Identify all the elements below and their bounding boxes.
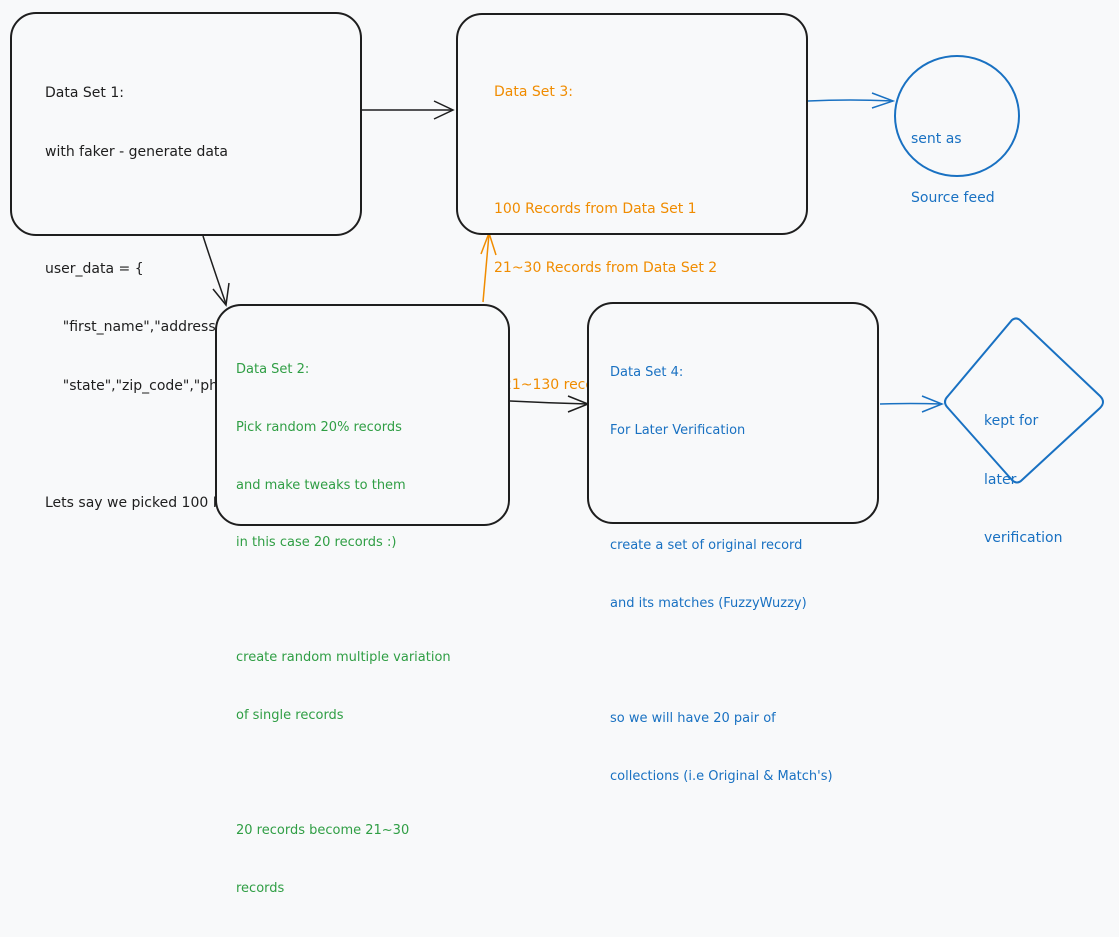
ds2-line: 20 records become 21~30 xyxy=(236,823,410,839)
ds2-line: of single records xyxy=(236,708,344,724)
ds3-line: Data Set 3: xyxy=(494,84,573,100)
ds2-line xyxy=(236,764,451,783)
ds2-line: create random multiple variation xyxy=(236,650,451,666)
diagram-edges xyxy=(202,55,1104,484)
ds4-line: and its matches (FuzzyWuzzy) xyxy=(610,595,807,611)
diagram-canvas: Data Set 1: with faker - generate data u… xyxy=(10,12,1104,896)
later-verification-text: kept for later verification xyxy=(984,373,1062,588)
ds4-line: Data Set 4: xyxy=(610,365,684,381)
data-set-2-box[interactable] xyxy=(215,304,510,526)
ds3-line xyxy=(494,142,717,162)
ds1-line: with faker - generate data xyxy=(45,143,228,160)
data-set-2-text: Data Set 2: Pick random 20% records and … xyxy=(236,322,451,937)
ds4-line xyxy=(610,651,833,670)
arrow-ds4-to-later-verification xyxy=(879,395,945,413)
data-set-3-box[interactable] xyxy=(456,13,808,235)
ds1-line xyxy=(45,201,310,221)
ds4-line: For Later Verification xyxy=(610,423,746,439)
data-set-1-box[interactable] xyxy=(10,12,362,236)
later-verification-line: kept for xyxy=(984,413,1039,429)
ds3-line: 100 Records from Data Set 1 xyxy=(494,201,697,217)
ds4-line: create a set of original record xyxy=(610,538,803,554)
data-set-4-text: Data Set 4: For Later Verification creat… xyxy=(610,325,833,824)
source-feed-line: Source feed xyxy=(911,189,995,206)
ds2-line: Pick random 20% records xyxy=(236,420,402,436)
ds3-line: 21~30 Records from Data Set 2 xyxy=(494,259,718,276)
later-verification-diamond[interactable] xyxy=(944,317,1104,484)
ds1-line: user_data = { xyxy=(45,260,144,277)
later-verification-line: verification xyxy=(984,530,1063,546)
ds4-line: collections (i.e Original & Match's) xyxy=(610,768,833,784)
ds4-line xyxy=(610,479,833,498)
ds2-line: in this case 20 records :) xyxy=(236,535,397,551)
data-set-4-box[interactable] xyxy=(587,302,879,524)
ds1-line: Data Set 1: xyxy=(45,85,124,101)
source-feed-circle[interactable] xyxy=(894,55,1020,177)
source-feed-text: sent as Source feed xyxy=(911,91,995,247)
arrow-ds3-to-source-feed xyxy=(807,92,896,109)
arrow-ds1-to-ds3 xyxy=(362,100,455,120)
ds2-line: records xyxy=(236,880,285,896)
ds2-line: and make tweaks to them xyxy=(236,477,406,493)
source-feed-line: sent as xyxy=(911,131,962,147)
ds4-line: so we will have 20 pair of xyxy=(610,711,776,727)
ds2-line xyxy=(236,591,451,610)
arrow-ds1-to-ds2 xyxy=(202,235,230,307)
later-verification-line: later xyxy=(984,471,1017,488)
ds2-line: Data Set 2: xyxy=(236,362,310,378)
